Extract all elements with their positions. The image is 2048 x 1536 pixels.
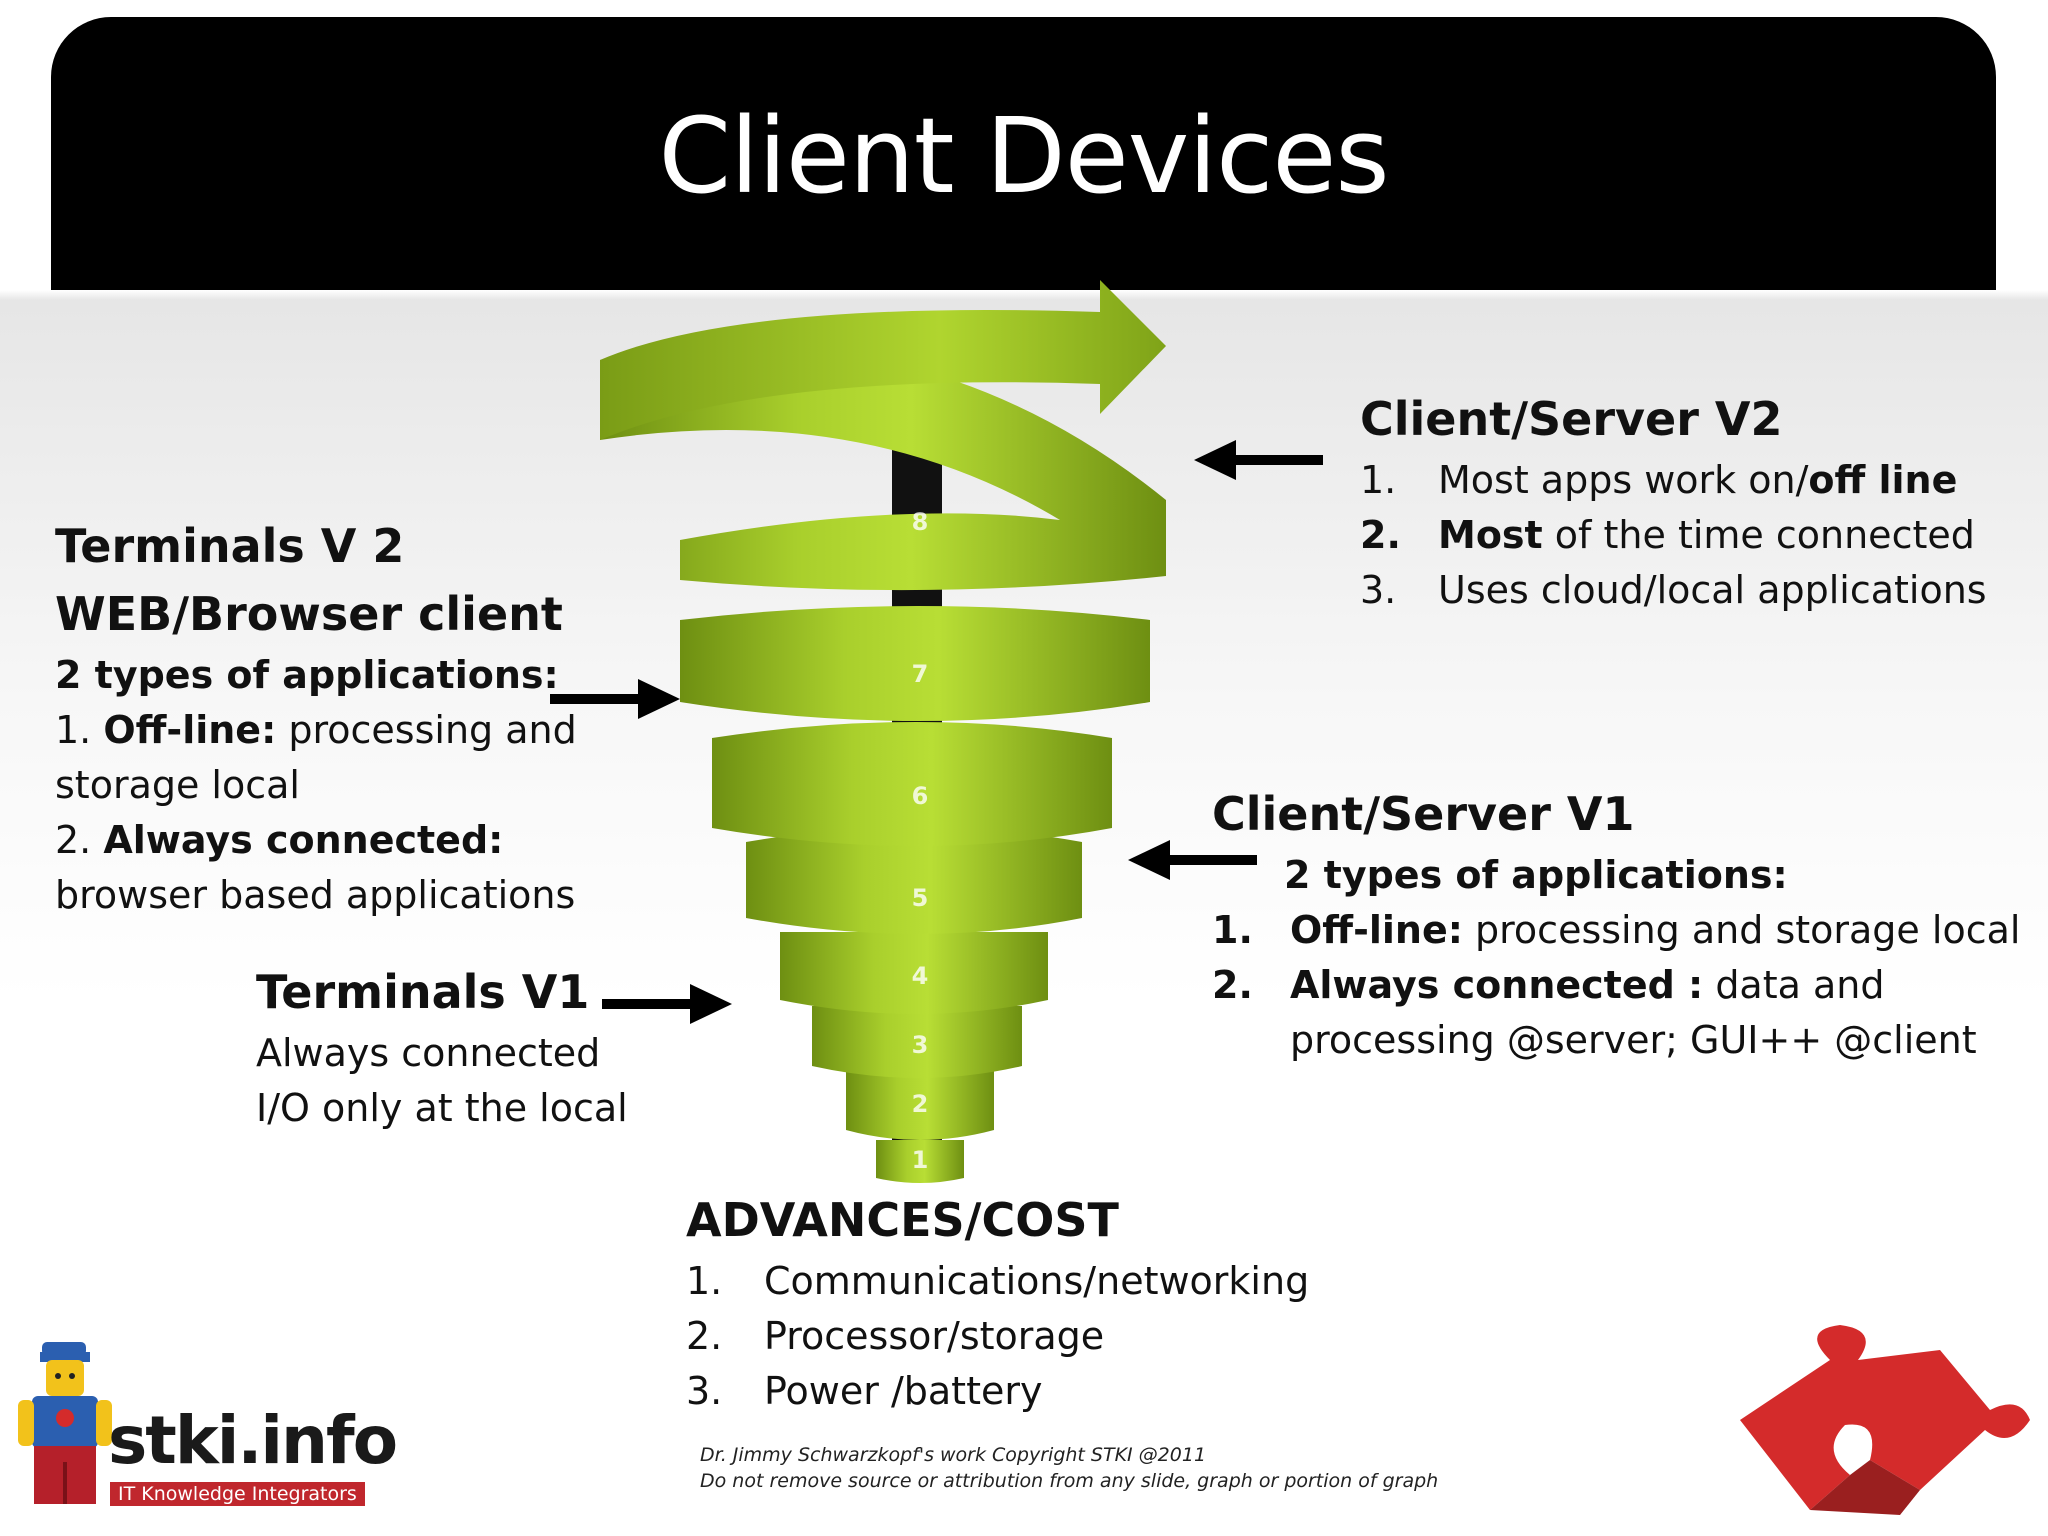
list-item: 3.Uses cloud/local applications	[1360, 568, 1987, 612]
terminals-v1-line: I/O only at the local	[256, 1086, 628, 1130]
list-item: 1.Communications/networking	[686, 1259, 1310, 1303]
list-item-continuation: processing @server; GUI++ @client	[1290, 1018, 1977, 1062]
spiral-level-7: 7	[912, 660, 929, 688]
spiral-top-arrow	[600, 280, 1166, 440]
logo-tagline: IT Knowledge Integrators	[110, 1482, 365, 1506]
spiral-level-1: 1	[912, 1146, 929, 1174]
copyright-credit: Dr. Jimmy Schwarzkopf's work Copyright S…	[700, 1444, 1439, 1492]
terminals-v2-types-label: 2 types of applications:	[55, 653, 559, 697]
spiral-band-3	[812, 1006, 1022, 1078]
list-item: 3.Power /battery	[686, 1369, 1043, 1413]
client-server-v2: Client/Server V2 1.Most apps work on/off…	[1360, 385, 1987, 618]
spiral-level-8: 8	[912, 508, 929, 536]
list-item-continuation: storage local	[55, 763, 300, 807]
list-item: 2.Always connected : data and	[1212, 963, 1885, 1007]
terminals-v2-heading: Terminals V 2	[55, 519, 405, 573]
client-server-v2-heading: Client/Server V2	[1360, 392, 1783, 446]
list-item-continuation: browser based applications	[55, 873, 576, 917]
list-item: 1.Most apps work on/off line	[1360, 458, 1958, 502]
list-item: 2.Most of the time connected	[1360, 513, 1975, 557]
spiral-bands	[600, 280, 1166, 1183]
advances-cost: ADVANCES/COST 1.Communications/networkin…	[686, 1186, 1309, 1419]
spiral-band-2	[846, 1068, 994, 1140]
spiral-band-7	[680, 606, 1150, 721]
spiral-band-6	[712, 722, 1112, 846]
client-server-v1-types-label: 2 types of applications:	[1284, 853, 1788, 897]
logo-wordmark: stki.info	[108, 1402, 398, 1479]
terminals-v1-heading: Terminals V1	[256, 965, 590, 1019]
spiral-level-4: 4	[912, 962, 929, 990]
list-item: 1.Off-line: processing and storage local	[1212, 908, 2021, 952]
spiral-level-2: 2	[912, 1090, 929, 1118]
list-item: 2. Always connected:	[55, 818, 504, 862]
terminals-v1-line: Always connected	[256, 1031, 601, 1075]
list-item: 1. Off-line: processing and	[55, 708, 577, 752]
spiral-band-5	[746, 827, 1082, 934]
slide-title: Client Devices	[658, 95, 1390, 217]
pointer-arrows	[550, 440, 1323, 1024]
list-item: 2.Processor/storage	[686, 1314, 1105, 1358]
spiral-band-4	[780, 932, 1048, 1014]
spiral-level-3: 3	[912, 1031, 929, 1059]
lego-figure-icon	[18, 1342, 112, 1504]
spiral-band-8	[600, 346, 1166, 591]
spiral-level-5: 5	[912, 884, 929, 912]
title-bar: Client Devices	[51, 17, 1996, 290]
terminals-v2: Terminals V 2 WEB/Browser client 2 types…	[55, 512, 577, 923]
terminals-v2-subtitle: WEB/Browser client	[55, 587, 563, 641]
terminals-v1: Terminals V1 Always connected I/O only a…	[256, 958, 628, 1136]
spiral-band-1	[876, 1140, 964, 1183]
spiral-level-6: 6	[912, 782, 929, 810]
puzzle-piece-icon	[1740, 1325, 2030, 1515]
client-server-v1-heading: Client/Server V1	[1212, 787, 1635, 841]
client-server-v1: Client/Server V1 2 types of applications…	[1212, 780, 2020, 1068]
advances-heading: ADVANCES/COST	[686, 1193, 1119, 1247]
